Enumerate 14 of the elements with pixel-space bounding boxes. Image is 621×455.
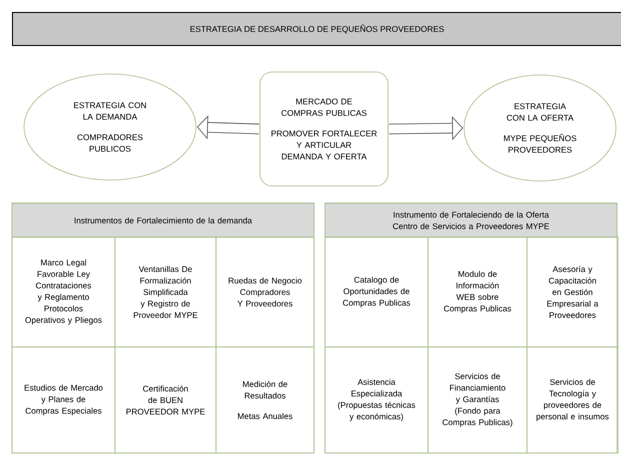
rounded-box: MERCADO DE COMPRAS PUBLICAS PROMOVER FORTALECER Y ARTICULAR DEMANDA Y OFERTA <box>260 72 388 186</box>
table-cell: Ventanillas De Formalización Simplificada y Registro de Proveedor MYPE <box>114 236 216 348</box>
table-cell: Medición de Resultados Metas Anuales <box>216 346 314 454</box>
table-cell: Estudios de Mercado y Planes de Compras Especiales <box>12 346 116 454</box>
title-bar: ESTRATEGIA DE DESARROLLO DE PEQUEÑOS PROVEEDORES <box>12 12 621 46</box>
table-cell: Asistencia Especializada (Propuestas técnicas y económicas) <box>324 346 428 454</box>
table-cell: Modulo de Información WEB sobre Compras Publicas <box>428 236 528 348</box>
table-cell: Servicios de Financiamiento y Garantías (Fondo para Compras Publicas) <box>428 346 528 454</box>
table-cell: Servicios de Tecnología y proveedores de personal e insumos <box>526 346 618 454</box>
table-cell: Asesoría y Capacitación en Gestión Empresarial a Proveedores <box>526 236 618 348</box>
table-cell: Catalogo de Oportunidades de Compras Publicas <box>324 236 428 348</box>
table-cell: Marco Legal Favorable Ley Contrataciones y Reglamento Protocolos Operativos y Pliegos <box>12 236 116 348</box>
table-cell: Ruedas de Negocio Compradores Y Proveedores <box>216 236 314 348</box>
table-cell: Certificación de BUEN PROVEEDOR MYPE <box>114 346 216 454</box>
